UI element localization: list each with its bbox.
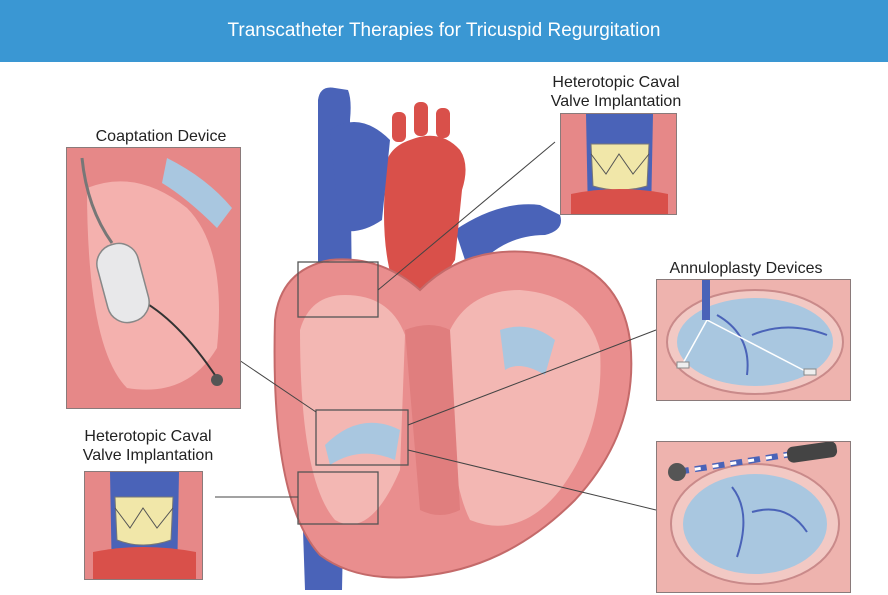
arch-vessel xyxy=(436,108,450,138)
arch-vessel xyxy=(392,112,406,142)
label-text: Coaptation Device xyxy=(96,128,227,145)
arch-vessel xyxy=(414,102,428,136)
inset-caval-bottom xyxy=(84,471,203,580)
label-caval-bottom: Heterotopic Caval Valve Implantation xyxy=(58,427,238,465)
inset-annuloplasty-bottom xyxy=(656,441,851,593)
label-text: Heterotopic Caval xyxy=(536,73,696,92)
coaptation-device-illustration xyxy=(67,148,241,409)
inset-caval-top xyxy=(560,113,677,215)
label-text: Annuloplasty Devices xyxy=(670,260,823,277)
label-text: Valve Implantation xyxy=(58,446,238,465)
anchor-tip xyxy=(211,374,223,386)
label-text: Heterotopic Caval xyxy=(58,427,238,446)
caval-valve-bottom-illustration xyxy=(85,472,203,580)
annuloplasty-bottom-illustration xyxy=(657,442,851,593)
caval-valve-top-illustration xyxy=(561,114,677,215)
label-caval-top: Heterotopic Caval Valve Implantation xyxy=(536,73,696,111)
label-annuloplasty: Annuloplasty Devices xyxy=(646,259,846,278)
label-coaptation-device: Coaptation Device xyxy=(66,127,256,146)
inset-annuloplasty-top xyxy=(656,279,851,401)
right-atrium-vein xyxy=(330,122,390,231)
delivery-catheter-tip xyxy=(668,463,686,481)
label-text: Valve Implantation xyxy=(536,92,696,111)
annuloplasty-top-illustration xyxy=(657,280,851,401)
inset-coaptation-device xyxy=(66,147,241,409)
